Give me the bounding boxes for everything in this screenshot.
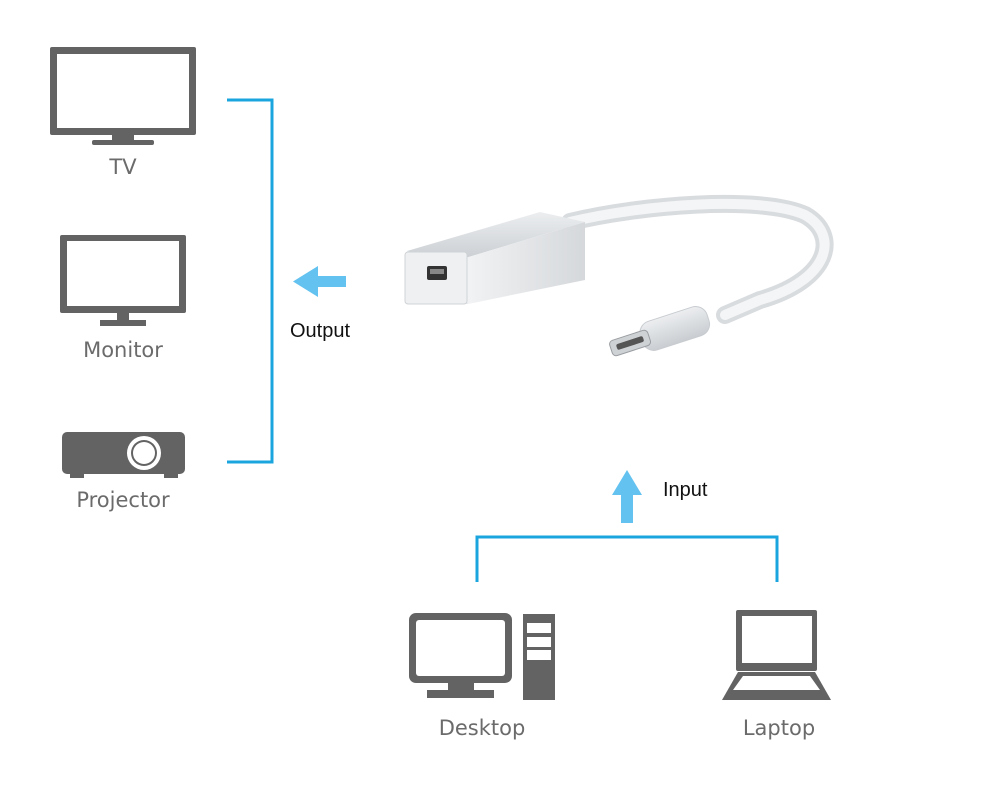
input-arrow-icon bbox=[612, 470, 642, 523]
tv-icon bbox=[50, 47, 196, 145]
laptop-icon bbox=[722, 610, 831, 700]
projector-icon bbox=[62, 432, 185, 478]
monitor-label: Monitor bbox=[83, 338, 163, 362]
usb-c-to-mini-displayport-adapter bbox=[404, 194, 834, 357]
monitor-icon bbox=[60, 235, 186, 326]
input-bracket bbox=[475, 535, 779, 582]
output-arrow-icon bbox=[293, 266, 346, 297]
laptop-label: Laptop bbox=[742, 716, 816, 740]
desktop-icon bbox=[409, 613, 555, 700]
output-bracket bbox=[227, 98, 274, 464]
tv-label: TV bbox=[109, 155, 137, 179]
desktop-label: Desktop bbox=[438, 716, 526, 740]
output-label: Output bbox=[290, 320, 351, 342]
input-label: Input bbox=[663, 479, 708, 501]
projector-label: Projector bbox=[76, 488, 170, 512]
